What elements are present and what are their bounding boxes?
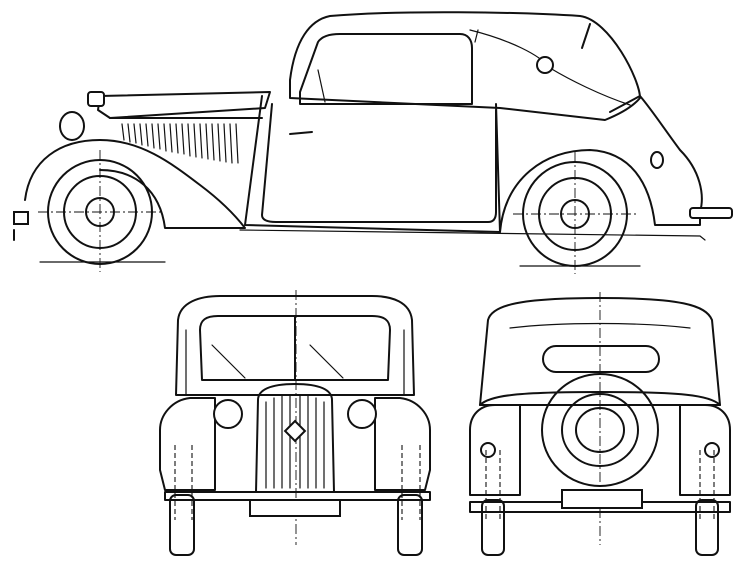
front-view (159, 290, 431, 556)
rear-wheel (513, 152, 637, 274)
side-view (13, 11, 733, 274)
windshield (199, 315, 391, 381)
front-wheel (38, 150, 162, 272)
front-left-tyre (169, 494, 195, 556)
front-left-fender (159, 397, 216, 491)
rear-plate (561, 489, 643, 509)
left-wiper (211, 344, 246, 379)
rear-right-fender (679, 404, 731, 496)
rear-left-tyre (481, 499, 505, 556)
front-bumper (164, 491, 431, 501)
door (261, 103, 497, 223)
front-right-tyre (397, 494, 423, 556)
rear-bumper (469, 501, 731, 513)
front-cab (175, 295, 415, 396)
rear-left-fender (469, 404, 521, 496)
headlight (59, 111, 85, 141)
rear-window (542, 345, 660, 373)
grille (255, 383, 335, 493)
radiator-cap (87, 91, 105, 107)
spare-wheel (541, 373, 659, 487)
rear-fender (499, 95, 703, 233)
front-fender (24, 139, 246, 229)
front-right-fender (374, 397, 431, 491)
hood (97, 91, 271, 119)
front-left-headlight (213, 399, 243, 429)
rear-view (469, 292, 731, 556)
top-hinge (536, 56, 554, 74)
rear-right-lamp (704, 442, 720, 458)
hood-louvres (121, 123, 239, 164)
grille-badge (283, 419, 307, 443)
side-window (299, 33, 473, 105)
right-wiper (309, 344, 344, 379)
rear-bumper (689, 207, 733, 219)
door-handle (289, 131, 313, 135)
front-plate (249, 499, 341, 517)
rear-lamp (650, 151, 664, 169)
body-side (244, 95, 501, 233)
rear-right-tyre (695, 499, 719, 556)
front-right-headlight (347, 399, 377, 429)
rear-left-lamp (480, 442, 496, 458)
front-bumper (13, 211, 29, 225)
convertible-top (289, 11, 641, 121)
rear-roof (479, 297, 721, 406)
